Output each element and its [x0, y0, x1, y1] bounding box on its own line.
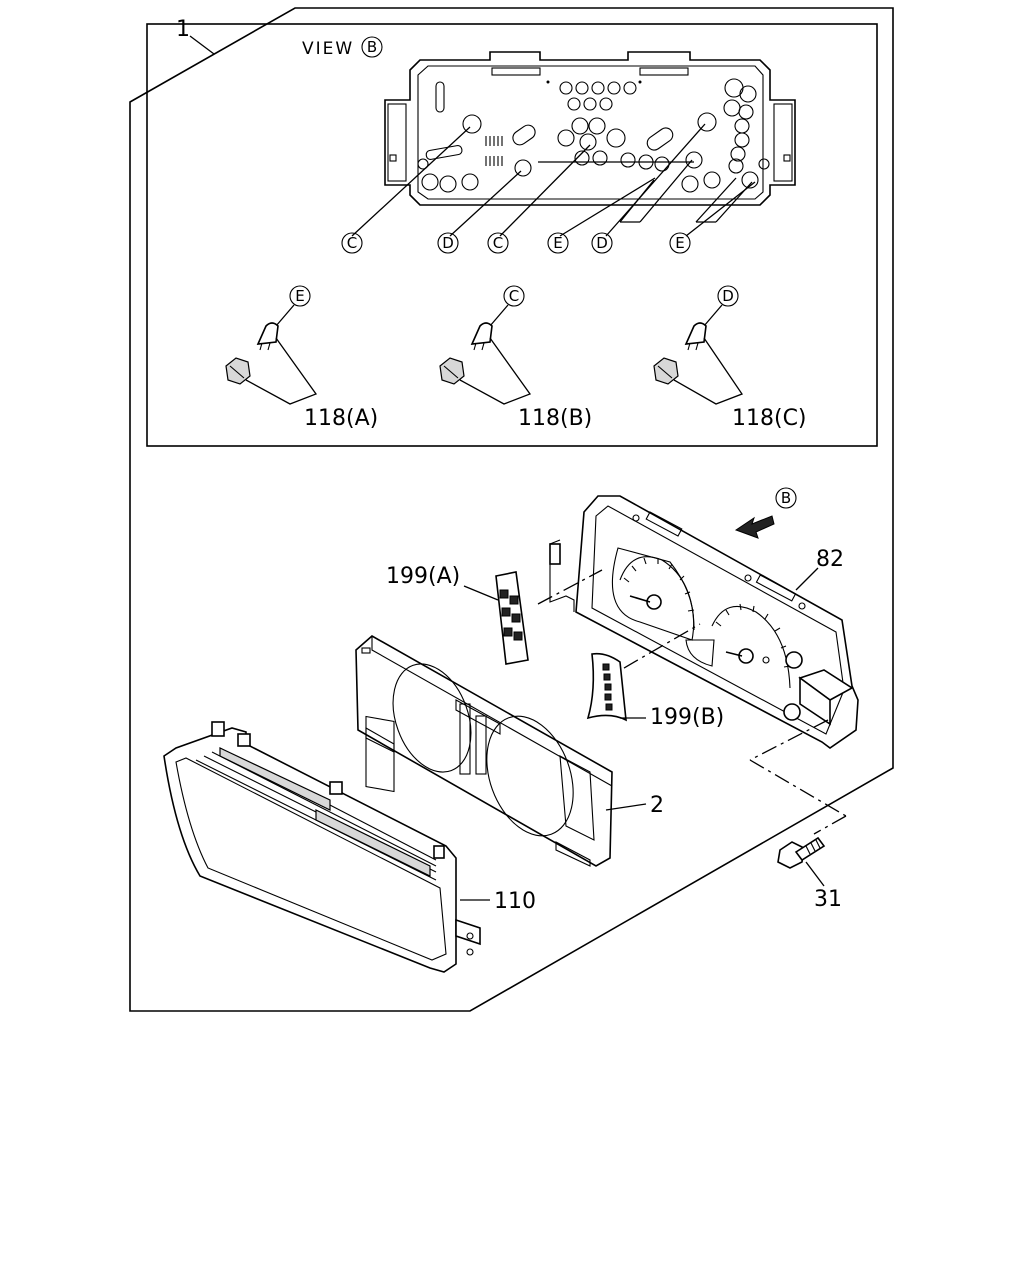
bulb-group-a: E 118(A): [225, 285, 378, 431]
svg-text:E: E: [675, 234, 684, 252]
connector-ref-c-1: C: [341, 232, 363, 254]
svg-text:118(A): 118(A): [304, 406, 378, 431]
bulb-group-c: D 118(C): [653, 285, 807, 431]
connector-leaders: [351, 123, 756, 237]
circuit-b-dashed-leader: [623, 623, 701, 669]
view-direction-arrow-icon: [734, 515, 775, 539]
gauge-left: [619, 556, 695, 631]
meter-lens: [163, 721, 481, 973]
label-199b: 199(B): [650, 705, 724, 730]
svg-text:C: C: [347, 234, 357, 252]
connector-ref-e-1: E: [547, 232, 569, 254]
screw-dashed-leader: [749, 759, 847, 817]
svg-text:C: C: [493, 234, 503, 252]
assembly-label-leader: [189, 35, 215, 55]
view-b-arrow-ref: [775, 487, 797, 509]
view-ref-circle: [361, 36, 383, 58]
label-82: 82: [816, 547, 844, 572]
label-199a: 199(A): [386, 564, 460, 589]
connector-ref-c-2: C: [487, 232, 509, 254]
svg-text:118(C): 118(C): [732, 406, 807, 431]
view-label: VIEW: [302, 39, 354, 59]
bulb-icon: [684, 322, 707, 345]
svg-text:118(B): 118(B): [518, 406, 592, 431]
svg-text:D: D: [722, 287, 734, 305]
bulb-icon: [256, 322, 279, 345]
printed-circuit-a: [495, 571, 529, 665]
label-110: 110: [494, 889, 536, 914]
view-b-inset-box: [146, 23, 878, 447]
circuit-a-dashed-leader: [537, 569, 603, 605]
label-2: 2: [650, 793, 664, 818]
svg-text:D: D: [596, 234, 608, 252]
connector-ref-d-1: D: [437, 232, 459, 254]
svg-text:E: E: [553, 234, 562, 252]
label-31: 31: [814, 887, 842, 912]
svg-text:C: C: [509, 287, 519, 305]
connector-ref-d-2: D: [591, 232, 613, 254]
meter-panel: [355, 635, 613, 867]
svg-text:D: D: [442, 234, 454, 252]
screw-icon: [777, 836, 826, 869]
svg-text:E: E: [295, 287, 304, 305]
printed-circuit-b: [586, 652, 627, 722]
view-ref-letter: B: [367, 38, 377, 56]
bulb-group-b: C 118(B): [439, 285, 592, 431]
svg-text:B: B: [781, 489, 791, 507]
assembly-outline: [129, 7, 894, 1012]
assembly-label: 1: [176, 17, 190, 42]
connector-ref-e-2: E: [669, 232, 691, 254]
meter-back-view: [384, 51, 796, 206]
bulb-icon: [470, 322, 493, 345]
meter-case: [549, 495, 859, 749]
